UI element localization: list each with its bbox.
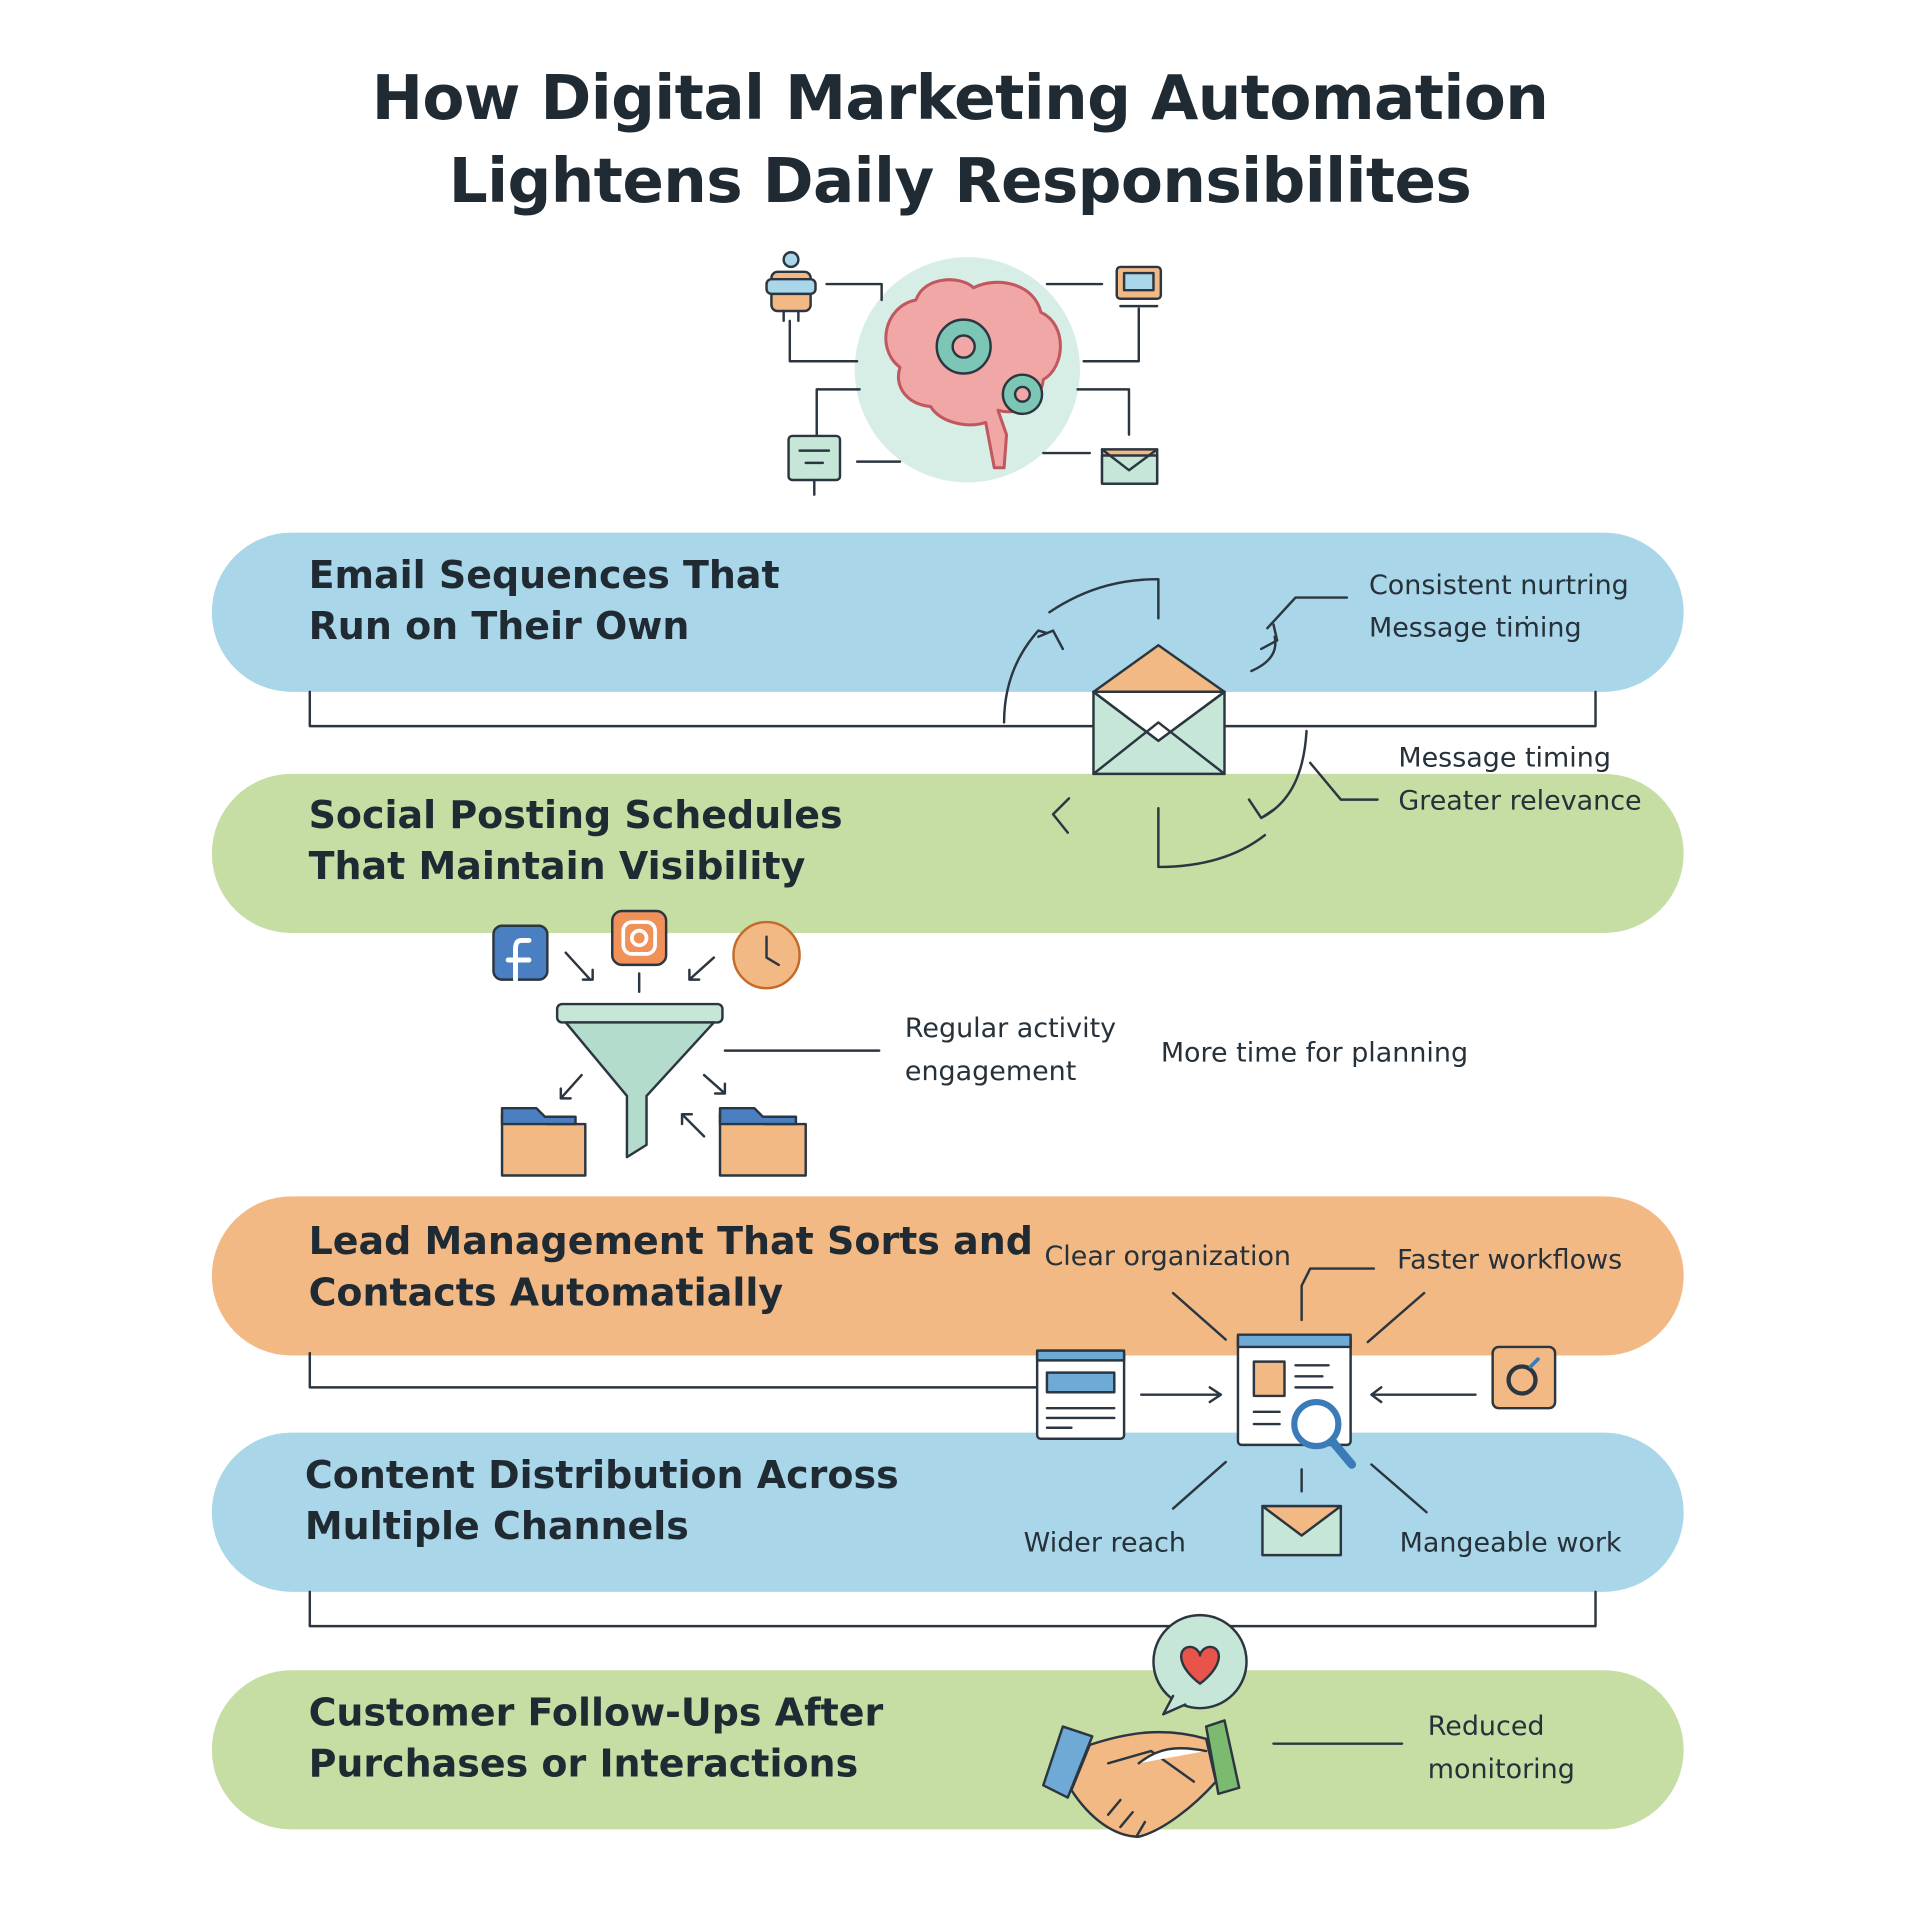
- section-title-line: Run on Their Own: [308, 604, 690, 649]
- title-line-1: How Digital Marketing Automation: [371, 62, 1549, 134]
- band-followup: [211, 1670, 1684, 1830]
- section-title-line: That Maintain Visibility: [308, 844, 806, 889]
- benefit-label: Faster workflows: [1397, 1245, 1623, 1276]
- benefit-label: Consistent nurtring: [1368, 570, 1629, 602]
- benefit-label: More time for planning: [1160, 1038, 1469, 1069]
- section-title-line: Email Sequences That: [308, 553, 780, 598]
- folder-icon: [718, 1106, 807, 1177]
- benefit-label: Regular activity: [904, 1013, 1117, 1045]
- section-title-line: Contacts Automatially: [308, 1271, 784, 1316]
- handshake-icon: [1042, 1719, 1241, 1838]
- connector-bracket: [308, 1351, 1039, 1389]
- brain-gears-icon: [854, 257, 1081, 483]
- arrow: [1140, 1386, 1477, 1404]
- envelope-icon: [1092, 644, 1226, 776]
- envelope-icon: [1261, 1504, 1343, 1557]
- section-title-line: Lead Management That Sorts and: [308, 1219, 1033, 1264]
- clock-icon: [732, 920, 801, 990]
- benefit-label: Mangeable work: [1399, 1528, 1622, 1559]
- arrow: [559, 1073, 727, 1138]
- page-title: How Digital Marketing Automation Lighten…: [0, 56, 1920, 223]
- band-content: [211, 1432, 1684, 1592]
- benefit-label: Message timing: [1398, 743, 1611, 774]
- section-title-line: Customer Follow-Ups After: [308, 1691, 884, 1736]
- benefit-label: Wider reach: [1023, 1528, 1186, 1559]
- band-lead: [211, 1196, 1684, 1356]
- section-title-line: Content Distribution Across: [304, 1453, 899, 1498]
- funnel-icon: [555, 1002, 724, 1159]
- benefit-label: Clear organization: [1044, 1241, 1292, 1273]
- section-title-line: Social Posting Schedules: [308, 793, 843, 838]
- heart-bubble-icon: [1152, 1613, 1248, 1716]
- benefit-label: Reduced: [1427, 1711, 1545, 1743]
- connector-line: [788, 282, 1141, 463]
- benefit-label: Greater relevance: [1398, 786, 1642, 817]
- instagram-icon: [1491, 1345, 1557, 1410]
- band-social: [211, 773, 1684, 934]
- benefit-label: engagement: [904, 1056, 1077, 1088]
- magnifier-icon: [1291, 1398, 1357, 1469]
- envelope-icon: [1100, 448, 1159, 485]
- section-title-line: Multiple Channels: [304, 1504, 689, 1549]
- callout-line: [1266, 596, 1379, 801]
- connector-bracket: [308, 1590, 1597, 1628]
- band-email: [211, 532, 1684, 692]
- sign-icon: [787, 434, 842, 496]
- browser-window-icon: [1035, 1349, 1126, 1441]
- folder-icon: [500, 1106, 587, 1177]
- cycle-arrow: [1002, 577, 1308, 869]
- title-line-2: Lightens Daily Responsibilites: [448, 145, 1472, 217]
- monitor-icon: [1115, 265, 1163, 308]
- connector-bracket: [308, 690, 1597, 728]
- facebook-icon: [492, 924, 549, 983]
- benefit-label: Message tiṁing: [1368, 613, 1582, 645]
- section-title-line: Purchases or Interactions: [308, 1742, 859, 1787]
- arrow: [564, 951, 716, 994]
- benefit-label: monitoring: [1427, 1754, 1575, 1786]
- robot-icon: [765, 251, 817, 323]
- callout-line: [1171, 1267, 1428, 1514]
- instagram-icon: [611, 909, 668, 967]
